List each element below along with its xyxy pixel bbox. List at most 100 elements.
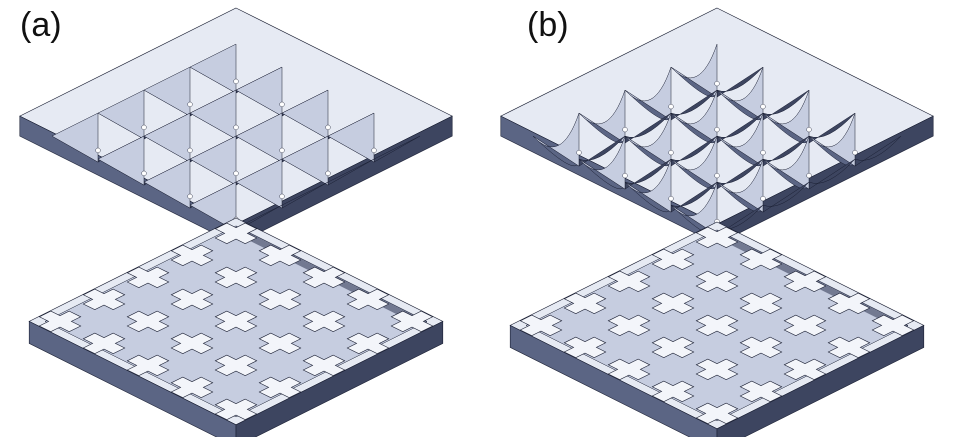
panel-a: (a) [0,0,478,437]
panel-a-cell-face [281,135,329,186]
panel-a-cell-face [189,89,237,140]
panel-b-base-post [827,292,871,315]
panel-b-cell-dot [622,127,628,133]
panel-a-base-post [346,288,390,311]
panel-a-base-post [390,310,434,333]
panel-b-base-post [739,292,783,315]
panel-a-cell-face [97,89,145,140]
panel-b-base-post [519,314,563,337]
panel-a-base-post [214,398,258,421]
panel-a-cell-dot [325,124,331,131]
panel-a-base-post [170,288,214,311]
panel-b-base-post [739,380,783,403]
panel-b-base-post [651,292,695,315]
panel-b-base-front-face [509,324,718,437]
panel-a-cell-dot [233,124,239,131]
panel-b-cell-dot [806,173,812,179]
panel-b-base-post [739,336,783,359]
panel-a-base-post [258,332,302,355]
panel-b-base-post [695,270,739,293]
panel-a-base-post [126,354,170,377]
panel-b-base-post [563,336,607,359]
panel-b-base-post [695,314,739,337]
panel-a-base-post [258,288,302,311]
panel-b-base-post [607,314,651,337]
panel-a-base-post [302,354,346,377]
panel-b: (b) [479,0,957,437]
panel-b-cell-dot [668,103,674,110]
panel-a-cell-dot [233,78,239,85]
panel-b-base-post [783,270,827,293]
panel-a-cell-face [281,89,329,140]
panel-a-cell-face [143,112,191,163]
panel-a-base-post [302,310,346,333]
panel-a-cell-dot [187,101,193,108]
panel-a-base-post [214,266,258,289]
panel-a-cell-face [327,112,375,163]
panel-b-cell-dot [760,103,766,110]
panel-a-cell-dot [279,147,285,154]
panel-a-base-post [82,332,126,355]
panel-b-cell-face [578,136,626,190]
panel-a-cell-dot [141,124,147,131]
panel-b-base-post [563,292,607,315]
panel-a-cell-face [51,112,99,163]
panel-a-cell-dot [187,147,193,154]
panel-b-base-post [871,314,915,337]
panel-b-base-post [607,270,651,293]
panel-a-base-post [170,376,214,399]
panel-a-label: (a) [20,6,62,44]
panel-b-cell-dot [806,127,812,133]
panel-a-cell-face [189,135,237,186]
panel-b-base-post [607,358,651,381]
panel-b-cell-dot [622,173,628,179]
panel-a-cell-dot [325,170,331,177]
panel-b-cell-face [670,182,718,236]
panel-b-cell-dot [714,80,720,87]
panel-a-cell-dot [95,147,101,154]
panel-b-cell-dot [714,173,720,179]
panel-a-base-post [126,266,170,289]
panel-b-cell-dot [576,150,582,156]
panel-a-base-front-face [28,320,237,437]
panel-a-cell-dot [233,170,239,177]
panel-a-cell-face [235,112,283,163]
panel-b-base-side-face [716,324,925,437]
panel-a-cell-face [235,158,283,209]
panel-b-base-post [695,402,739,425]
panel-a-cell-dot [279,193,285,200]
panel-b-base-post [651,380,695,403]
panel-a-base-post [170,244,214,267]
panel-b-base-post [739,248,783,271]
panel-a-base-post [214,222,258,245]
panel-b-cell-dot [760,150,766,156]
panel-b-cell-dot [760,196,766,202]
panel-b-base-post [783,314,827,337]
panel-b-base-post [783,358,827,381]
panel-a-base-post [214,310,258,333]
panel-b-cell-dot [852,150,858,156]
panel-b-base-post [695,226,739,249]
panel-a-base-post [214,354,258,377]
panel-a-cell-dot [187,193,193,200]
panel-a-base-post [258,244,302,267]
panel-b-base-post [827,336,871,359]
panel-a-cell-face [97,135,145,186]
panel-b-base-post [651,248,695,271]
panel-b-cell-dot [668,196,674,202]
panel-a-base-side-face [235,320,444,437]
panel-b-cell-dot [668,150,674,156]
panel-b-diagram [500,7,934,437]
panel-a-base-post [302,266,346,289]
panel-a-base-post [38,310,82,333]
panel-b-label: (b) [527,6,569,44]
panel-a-cell-dot [279,101,285,108]
panel-a-cell-face [143,158,191,209]
panel-a-base-post [170,332,214,355]
panel-a-base-post [126,310,170,333]
panel-a-base-post [258,376,302,399]
panel-b-cell-face [624,159,672,213]
panel-a-base-post [346,332,390,355]
panel-a-cell-face [235,66,283,117]
panel-a-cell-face [189,43,237,94]
